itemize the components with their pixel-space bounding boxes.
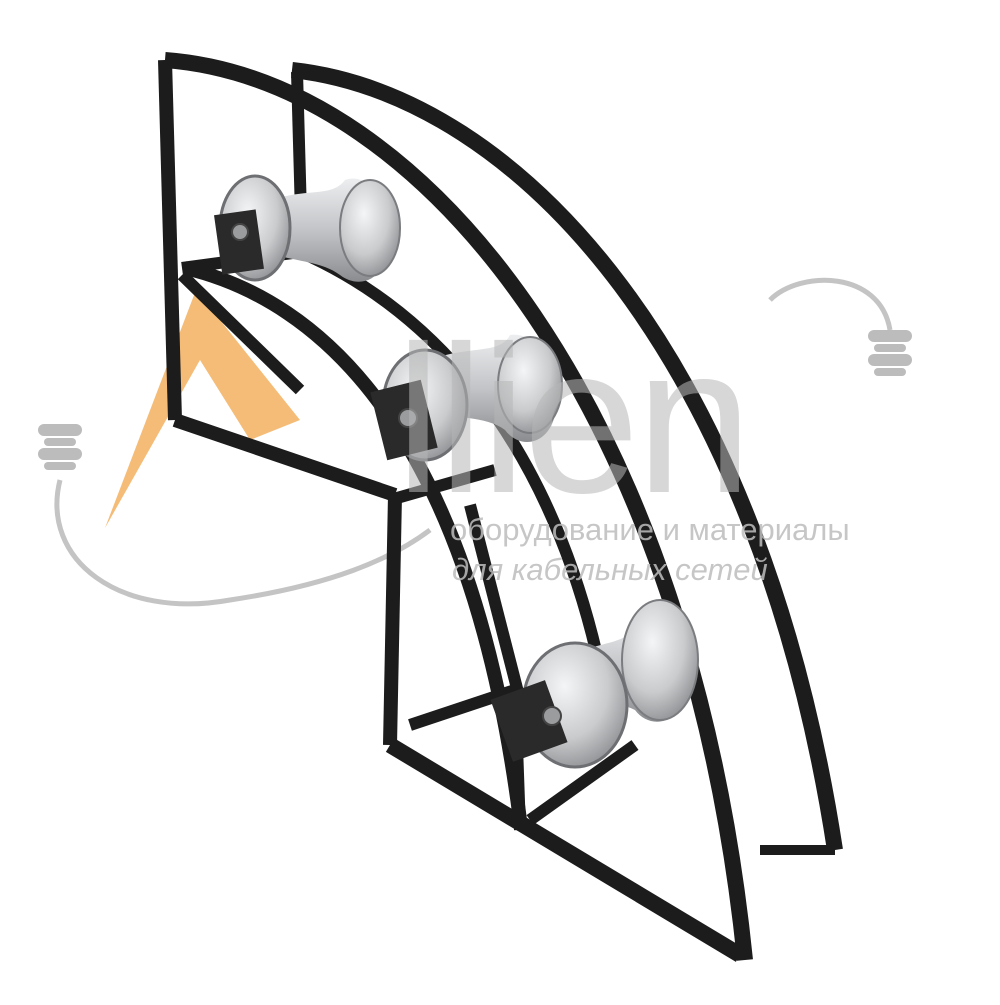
watermark-brand: llien xyxy=(395,302,753,537)
logo-cable-curve-right xyxy=(768,277,893,331)
logo-cable-curve xyxy=(54,479,432,607)
outer-arc-back xyxy=(291,62,843,852)
lower-rung-2 xyxy=(526,740,639,825)
left-post-upper xyxy=(158,59,182,421)
lower-base-back xyxy=(408,684,517,731)
upper-block-base xyxy=(172,413,398,502)
roller-bottom xyxy=(490,599,699,769)
lower-post xyxy=(383,494,402,746)
watermark-tagline-2: для кабельных сетей xyxy=(452,552,768,587)
lower-base xyxy=(385,738,745,962)
roller-top xyxy=(214,174,401,282)
outer-arc-front xyxy=(164,52,753,961)
insulator-right-icon xyxy=(868,330,912,376)
insulator-left-icon xyxy=(38,424,82,470)
roller-middle xyxy=(370,334,563,462)
watermark-tagline-1: оборудование и материалы xyxy=(450,512,850,547)
lower-diag xyxy=(464,503,526,702)
lower-top xyxy=(388,464,497,506)
upper-block-diag xyxy=(177,270,305,395)
logo-orange-triangle xyxy=(105,290,300,528)
